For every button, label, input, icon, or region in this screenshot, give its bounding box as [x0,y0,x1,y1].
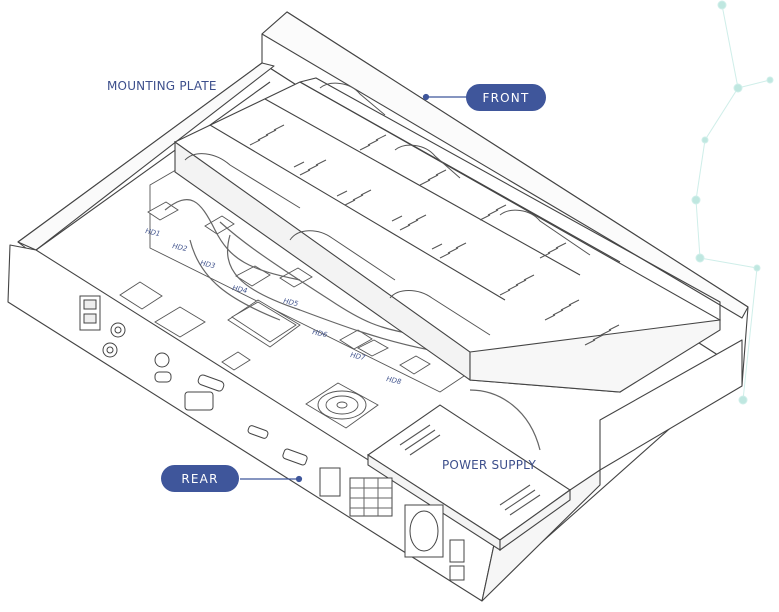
rear-connectors [79,295,465,581]
mounting-plate-label: MOUNTING PLATE [107,79,217,93]
drive-labels: HD1 HD2 HD3 HD4 HD5 HD6 HD7 HD8 [145,227,403,386]
board-components [119,201,431,375]
sata-cables [164,199,541,451]
callout-leaders [240,93,470,483]
right-rim [599,339,743,471]
drive-label: HD2 [172,242,189,253]
serial-port [184,391,214,411]
drive-label: HD7 [350,351,367,362]
decorative-network [691,0,774,405]
vent-slots [249,124,620,346]
rear-callout: REAR [161,465,239,492]
drive-rails [184,82,591,336]
terminal-block [349,477,393,517]
drive-label: HD5 [283,297,300,308]
drive-label: HD6 [312,328,329,339]
power-supply [367,404,571,552]
power-supply-label: POWER SUPPLY [442,458,536,472]
front-wall-top [261,11,749,319]
drive-label: HD1 [145,227,161,238]
antenna-connector [154,352,170,368]
power-inlet [449,539,465,563]
drive-cage [173,77,722,393]
front-callout: FRONT [466,84,546,111]
drive-label: HD3 [200,259,216,270]
board-fan [305,382,379,429]
left-side-wall [17,62,275,251]
drive-label: HD8 [386,375,403,386]
drive-label: HD4 [232,284,248,295]
